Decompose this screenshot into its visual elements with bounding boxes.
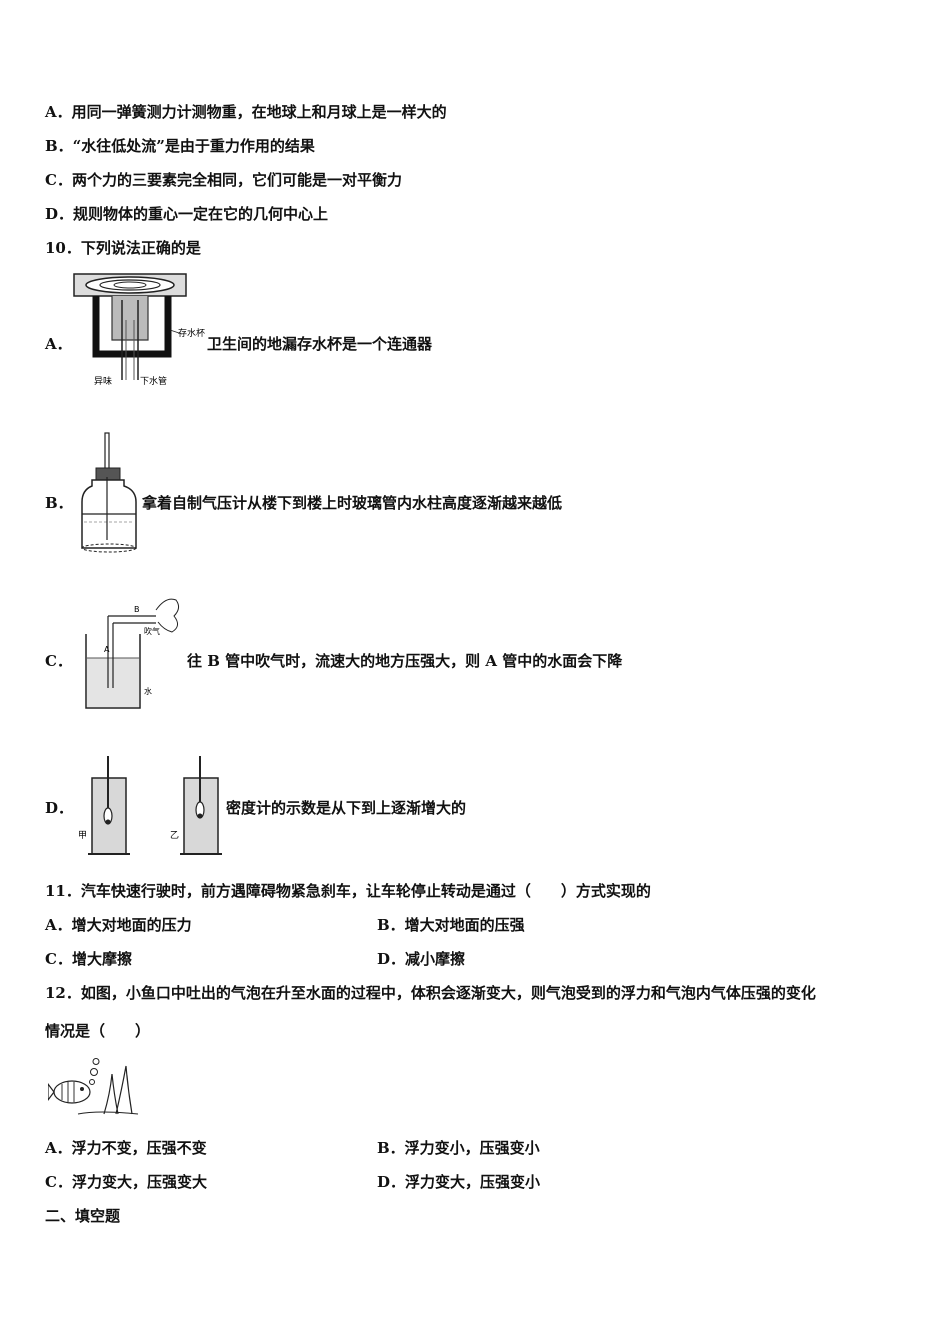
fish-bubbles-figure xyxy=(48,1058,140,1118)
fig-label-smell: 异味 xyxy=(94,375,112,387)
section-heading-fill-in: 二、填空题 xyxy=(45,1207,121,1225)
q9-option-c: C．两个力的三要素完全相同，它们可能是一对平衡力 xyxy=(45,171,402,189)
q10-option-b-text: 拿着自制气压计从楼下到楼上时玻璃管内水柱高度逐渐越来越低 xyxy=(142,494,563,512)
q9-option-a: A．用同一弹簧测力计测物重，在地球上和月球上是一样大的 xyxy=(45,103,447,121)
q10-option-b-letter: B． xyxy=(45,494,73,512)
blowing-tube-figure: A B 吹气 水 xyxy=(78,588,190,714)
q10-option-a-text: 卫生间的地漏存水杯是一个连通器 xyxy=(207,335,433,353)
q10-stem: 10．下列说法正确的是 xyxy=(45,239,201,257)
q12-stem-line2: 情况是（ ） xyxy=(45,1022,151,1040)
floor-drain-figure: 存水杯 异味 下水管 xyxy=(68,270,208,395)
fig-label-pipe: 下水管 xyxy=(140,375,167,387)
q11-stem: 11．汽车快速行驶时，前方遇障碍物紧急刹车，让车轮停止转动是通过（ ）方式实现的 xyxy=(45,882,651,900)
fig-label-water: 水 xyxy=(144,686,152,696)
fig-label-blow: 吹气 xyxy=(144,626,160,636)
q9-option-b: B．“水往低处流”是由于重力作用的结果 xyxy=(45,137,315,155)
q12-option-b: B．浮力变小，压强变小 xyxy=(377,1139,540,1157)
q10-option-d-text: 密度计的示数是从下到上逐渐增大的 xyxy=(226,799,467,817)
q11-option-c: C．增大摩擦 xyxy=(45,950,132,968)
q10-option-d-letter: D． xyxy=(45,799,74,817)
q11-option-b: B．增大对地面的压强 xyxy=(377,916,525,934)
fig-label-a: A xyxy=(104,645,110,654)
fig-label-b: B xyxy=(134,605,140,614)
barometer-bottle-figure xyxy=(78,430,140,554)
fig-label-yi: 乙 xyxy=(170,830,179,841)
q10-option-a-letter: A． xyxy=(45,335,72,353)
q11-option-d: D．减小摩擦 xyxy=(377,950,466,968)
q10-option-c-text: 往 B 管中吹气时，流速大的地方压强大，则 A 管中的水面会下降 xyxy=(187,652,623,670)
q12-option-d: D．浮力变大，压强变小 xyxy=(377,1173,541,1191)
q12-option-a: A．浮力不变，压强不变 xyxy=(45,1139,207,1157)
q12-option-c: C．浮力变大，压强变大 xyxy=(45,1173,207,1191)
hydrometer-figure-jia: 甲 xyxy=(78,752,140,858)
q10-option-c-letter: C． xyxy=(45,652,72,670)
fig-label-cup: 存水杯 xyxy=(178,327,205,339)
q11-option-a: A．增大对地面的压力 xyxy=(45,916,192,934)
q9-option-d: D．规则物体的重心一定在它的几何中心上 xyxy=(45,205,329,223)
q12-stem-line1: 12．如图，小鱼口中吐出的气泡在升至水面的过程中，体积会逐渐变大，则气泡受到的浮… xyxy=(45,984,816,1002)
fig-label-jia: 甲 xyxy=(78,830,87,841)
hydrometer-figure-yi: 乙 xyxy=(170,752,224,858)
